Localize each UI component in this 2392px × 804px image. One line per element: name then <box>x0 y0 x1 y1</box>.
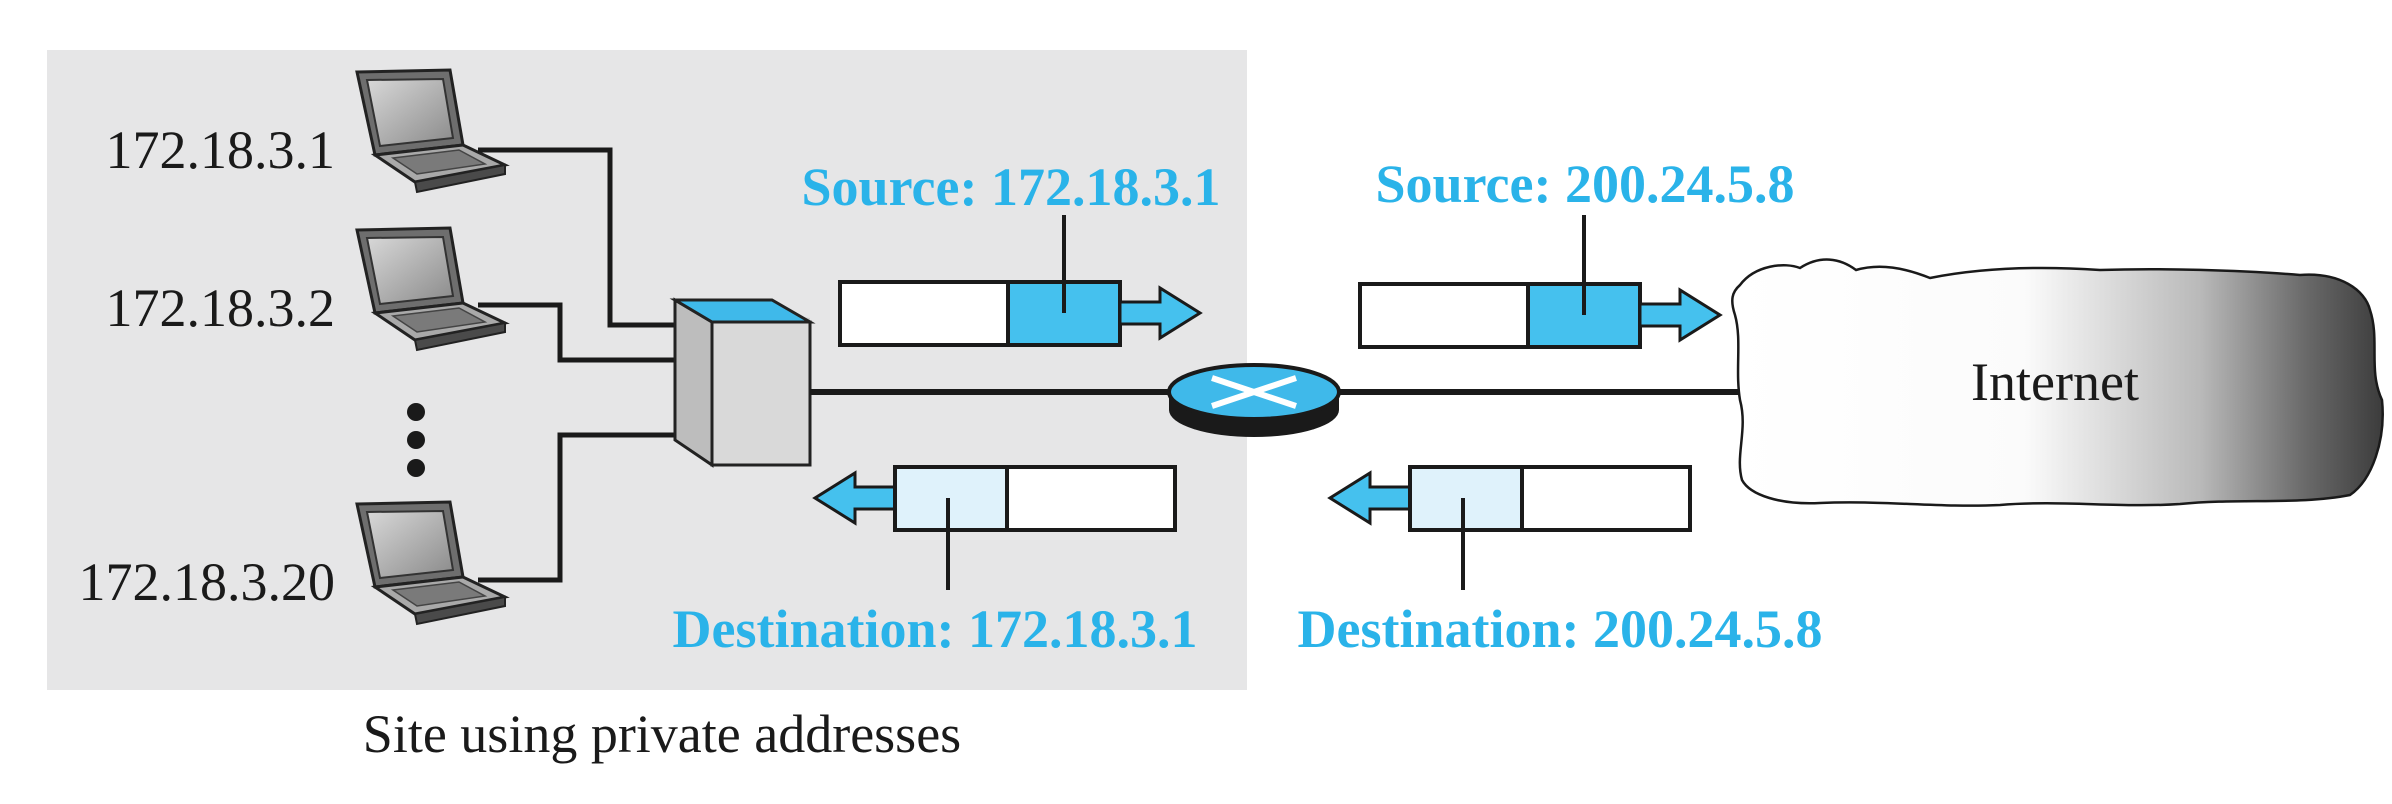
incoming-destination-private-label: Destination: 172.18.3.1 <box>673 599 1198 659</box>
outgoing-packet-private <box>838 215 1203 347</box>
laptop-icon <box>355 226 510 352</box>
site-caption: Site using private addresses <box>363 704 961 764</box>
router-icon <box>1167 363 1341 437</box>
switch-icon <box>669 297 816 468</box>
host-20-address: 172.18.3.20 <box>79 552 336 612</box>
outgoing-source-public-label: Source: 200.24.5.8 <box>1376 154 1795 214</box>
host-cables <box>478 147 675 583</box>
outgoing-source-private-label: Source: 172.18.3.1 <box>802 157 1221 217</box>
incoming-packet-private <box>812 465 1177 590</box>
laptop-icon <box>355 68 510 194</box>
host-2-address: 172.18.3.2 <box>106 278 336 338</box>
incoming-destination-public-label: Destination: 200.24.5.8 <box>1298 599 1823 659</box>
internet-label: Internet <box>1971 352 2139 412</box>
incoming-packet-public <box>1327 465 1692 590</box>
host-1-address: 172.18.3.1 <box>106 120 336 180</box>
ellipsis-dots <box>407 403 425 477</box>
internet-cloud <box>1731 258 2384 507</box>
outgoing-packet-public <box>1358 215 1723 349</box>
private-site-area <box>47 50 1247 690</box>
laptop-icon <box>355 500 510 626</box>
